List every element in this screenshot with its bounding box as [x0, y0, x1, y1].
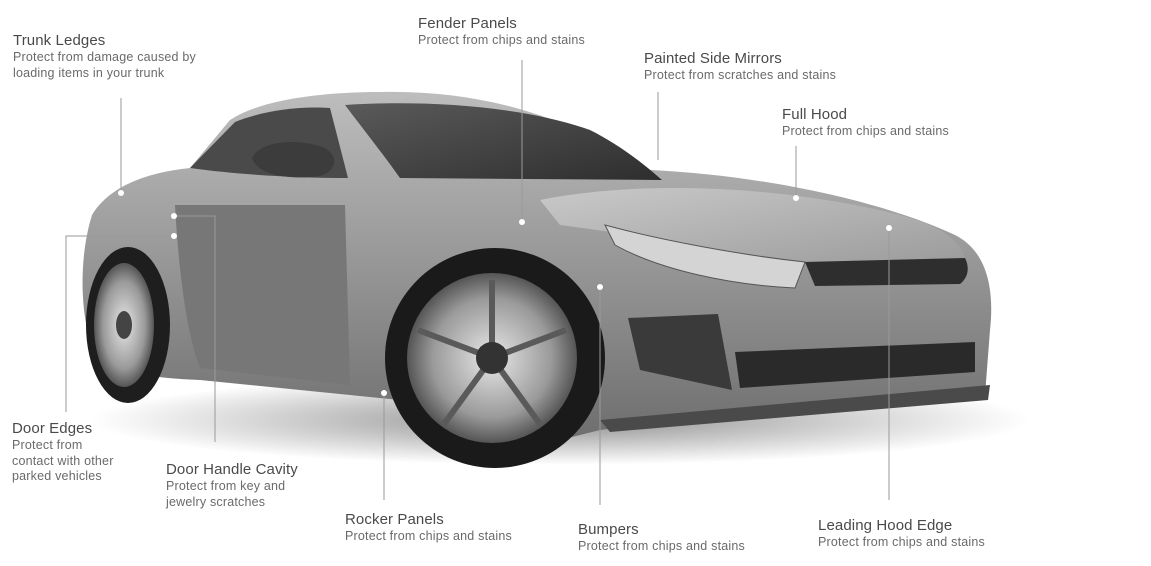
side-mirror [252, 142, 335, 178]
callout-full-hood: Full Hood Protect from chips and stains [782, 106, 949, 140]
callout-title: Trunk Ledges [13, 32, 106, 49]
car-windshield [345, 103, 662, 180]
front-grille [805, 258, 968, 286]
callout-description: Protect from chips and stains [345, 529, 512, 544]
callout-leading-hood-edge: Leading Hood Edge Protect from chips and… [818, 517, 985, 551]
callout-title: Fender Panels [418, 15, 517, 32]
callout-fender-panels: Fender Panels Protect from chips and sta… [418, 15, 585, 49]
callout-title: Leading Hood Edge [818, 517, 953, 534]
leader-lines [65, 60, 890, 505]
callout-description: Protect from contact with other parked v… [12, 438, 114, 483]
callout-description: Protect from key and jewelry scratches [166, 479, 286, 509]
callout-rocker-panels: Rocker Panels Protect from chips and sta… [345, 511, 512, 545]
callout-title: Painted Side Mirrors [644, 50, 782, 67]
headlight [604, 224, 806, 289]
callout-title: Bumpers [578, 521, 639, 538]
callout-title: Full Hood [782, 106, 848, 123]
callout-door-edges: Door Edges Protect from contact with oth… [12, 420, 114, 484]
front-wheel [385, 248, 605, 468]
callout-description: Protect from damage caused by loading it… [13, 50, 196, 80]
callout-bumpers: Bumpers Protect from chips and stains [578, 521, 745, 555]
callout-description: Protect from scratches and stains [644, 68, 837, 83]
callout-markers [118, 160, 892, 396]
callout-title: Rocker Panels [345, 511, 444, 528]
callout-description: Protect from chips and stains [418, 33, 585, 48]
car-hood [540, 188, 965, 262]
callout-trunk-ledges: Trunk Ledges Protect from damage caused … [13, 32, 196, 81]
callout-title: Door Edges [12, 420, 93, 437]
callout-title: Door Handle Cavity [166, 461, 298, 478]
callout-description: Protect from chips and stains [782, 124, 949, 139]
rear-wheel [86, 247, 170, 403]
callout-description: Protect from chips and stains [578, 539, 745, 554]
front-splitter [600, 385, 990, 432]
lower-grille [735, 342, 975, 388]
door-panel [175, 205, 350, 385]
left-intake [628, 314, 732, 390]
callout-painted-side-mirrors: Painted Side Mirrors Protect from scratc… [644, 50, 836, 84]
callout-door-handle-cavity: Door Handle Cavity Protect from key and … [166, 461, 298, 510]
callout-description: Protect from chips and stains [818, 535, 985, 550]
